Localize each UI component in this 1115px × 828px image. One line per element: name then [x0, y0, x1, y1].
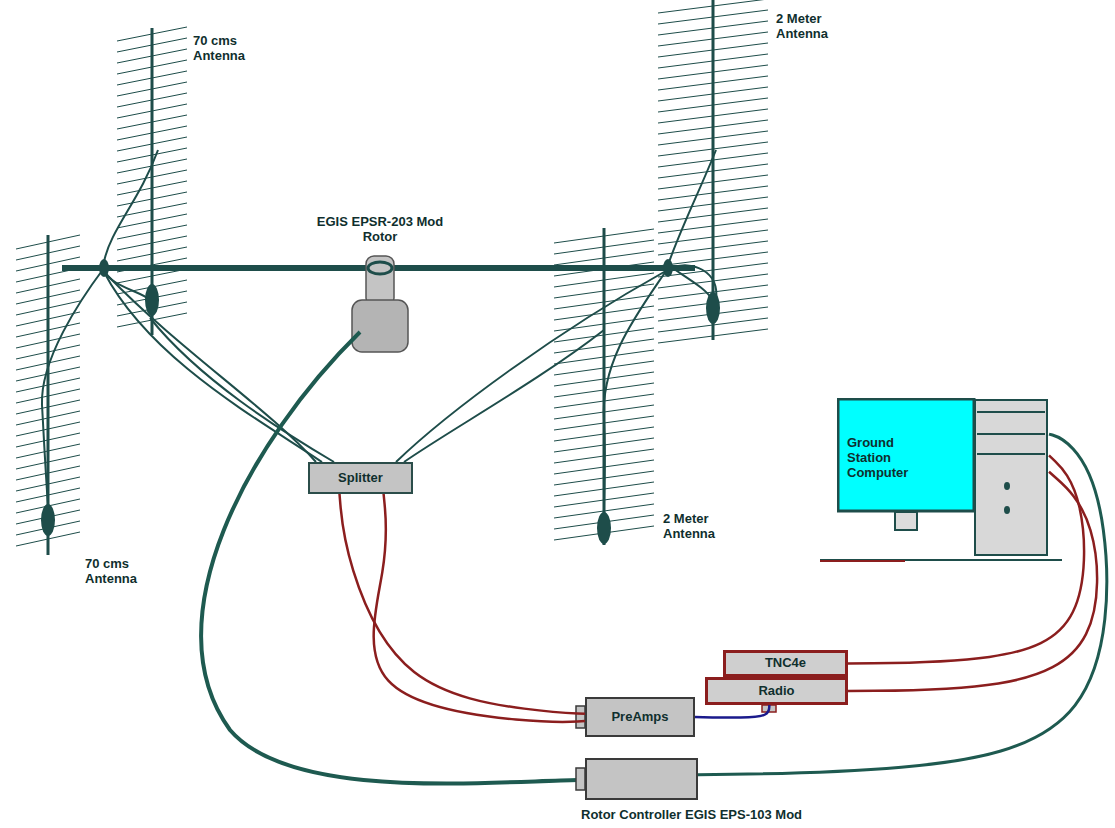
box-outline: Splitter	[308, 462, 413, 494]
box-tabs	[576, 706, 585, 728]
baluns	[41, 504, 55, 536]
node-text: PreAmps	[611, 710, 668, 725]
box-outline: Radio	[705, 677, 848, 705]
computer-figure	[837, 398, 1049, 562]
box-outline: PreAmps	[585, 697, 695, 737]
rotor	[352, 256, 408, 352]
preamp-box: PreAmps	[585, 697, 695, 737]
drive-bay	[977, 453, 1045, 455]
box-tabs	[576, 768, 585, 790]
antenna-booms	[48, 0, 713, 555]
tnc-box: TNC4e	[723, 650, 848, 677]
computer: Ground Station Computer	[837, 398, 1049, 562]
part-label: 2 Meter Antenna	[776, 12, 840, 42]
feed-lines	[42, 150, 716, 510]
radio-box: Radio	[705, 677, 848, 705]
monitor-stand	[895, 512, 917, 530]
box-outline: TNC4e	[723, 650, 848, 677]
node-text: TNC4e	[765, 656, 806, 671]
baluns	[145, 284, 159, 316]
rotor	[366, 256, 394, 306]
rotor-cable	[201, 332, 578, 784]
rotor-controller-box: Rotor Controller EGIS EPS-103 Mod	[585, 758, 698, 800]
antenna-cables	[108, 276, 316, 462]
cable	[374, 494, 585, 722]
cable	[695, 705, 769, 718]
desk-line	[820, 559, 1062, 561]
computer-tower	[975, 400, 1047, 555]
antenna-cables	[104, 272, 664, 462]
feed-lines	[668, 150, 716, 300]
node-text: Rotor Controller EGIS EPS-103 Mod	[581, 808, 802, 823]
node-text: Splitter	[338, 471, 383, 486]
baluns	[41, 259, 720, 544]
tower-button	[1004, 506, 1010, 514]
rotor	[368, 262, 392, 274]
feed-lines	[104, 150, 158, 300]
part-label: EGIS EPSR-203 Mod Rotor	[305, 215, 455, 245]
desk-line	[820, 560, 1062, 561]
antenna-elements	[16, 0, 768, 546]
part-label: 70 cms Antenna	[193, 34, 257, 64]
tower-button	[1004, 482, 1010, 490]
antenna-cables	[404, 330, 604, 462]
antenna-cables	[396, 272, 664, 462]
drive-bay	[977, 411, 1045, 413]
part-label: 70 cms Antenna	[85, 557, 149, 587]
baluns	[597, 512, 611, 544]
node-text: Ground Station Computer	[847, 436, 937, 481]
monitor-screen	[838, 399, 974, 511]
splitter-box: Splitter	[308, 462, 413, 494]
drive-bay	[977, 433, 1045, 435]
box-outline	[585, 758, 698, 800]
feed-lines	[42, 268, 104, 505]
baluns	[706, 292, 720, 324]
antenna-booms	[712, 0, 715, 340]
feed-lines	[604, 268, 668, 510]
node-text: Radio	[758, 684, 794, 699]
part-label: 2 Meter Antenna	[663, 512, 727, 542]
rotor	[352, 300, 408, 352]
desk-line	[820, 560, 905, 562]
